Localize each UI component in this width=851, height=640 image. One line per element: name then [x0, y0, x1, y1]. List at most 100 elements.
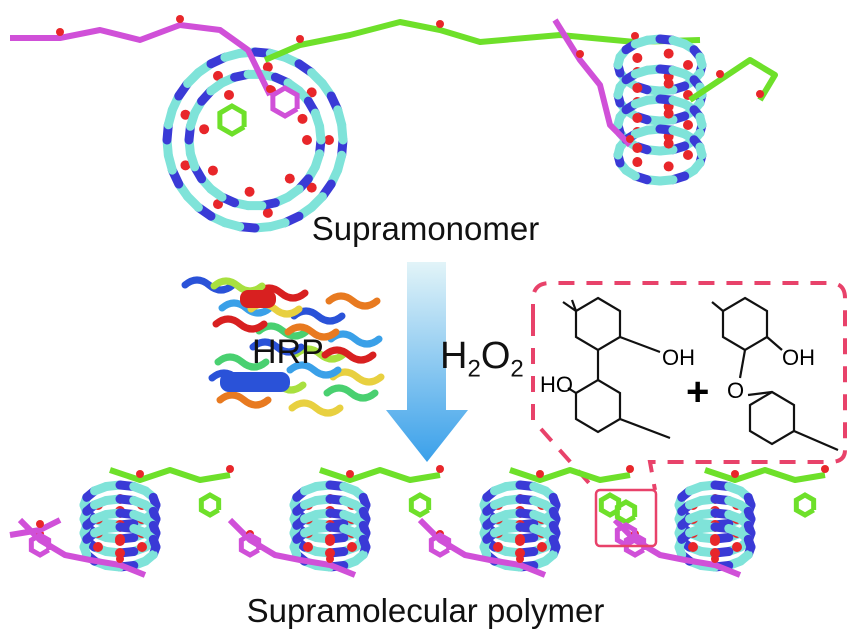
- bond: [570, 299, 578, 312]
- oxygen-atom: [244, 186, 255, 197]
- host-bond: [337, 120, 348, 145]
- aromatic-ring: [408, 492, 432, 518]
- oxygen-atom: [709, 536, 720, 546]
- oxygen-atom: [516, 555, 524, 563]
- oxygen-atom: [136, 470, 144, 478]
- sub-2: 2: [467, 355, 481, 383]
- helix: [325, 292, 381, 310]
- oxygen-atom: [683, 150, 693, 160]
- oxygen-atom: [207, 165, 218, 176]
- bond: [766, 336, 783, 351]
- oxygen-atom: [632, 112, 643, 123]
- host-bond: [148, 534, 161, 552]
- reaction-arrow: [386, 262, 468, 462]
- plus-sign: +: [686, 370, 710, 414]
- host-bond: [148, 492, 161, 510]
- diaryl-ether-structure: [711, 296, 839, 452]
- green-guest-chain: [319, 467, 441, 483]
- oxygen-atom: [537, 542, 547, 552]
- oxygen-atom: [180, 109, 191, 120]
- oxygen-atom: [663, 161, 674, 172]
- oxygen-atom: [683, 120, 693, 130]
- hrp-label: HRP: [252, 333, 324, 371]
- aromatic-ring: [270, 85, 300, 119]
- oxygen-atom: [176, 15, 184, 23]
- bond-ring: [574, 296, 622, 352]
- helix: [220, 372, 290, 392]
- oxygen-atom: [262, 207, 273, 218]
- oxygen-atom: [116, 555, 124, 563]
- oh-label-2: OH: [782, 345, 815, 370]
- oxygen-atom: [756, 90, 764, 98]
- product-dashed-box: [531, 281, 847, 494]
- sub-2b: 2: [510, 355, 524, 383]
- oxygen-atom: [324, 536, 335, 546]
- host-bond: [695, 142, 707, 160]
- oxygen-atom: [284, 173, 295, 184]
- h-text: H: [440, 335, 468, 377]
- biphenol-structure: [562, 296, 671, 440]
- magenta-guest-chain: [552, 18, 633, 148]
- helix: [255, 322, 311, 340]
- helix: [321, 346, 377, 364]
- oxygen-atom: [716, 70, 724, 78]
- oxygen-atom: [325, 548, 336, 558]
- supramonomer-label: Supramonomer: [311, 210, 540, 247]
- bond-ring: [721, 296, 769, 352]
- host-bond: [548, 534, 561, 552]
- oxygen-atom: [710, 548, 721, 558]
- aromatic-ring: [614, 499, 638, 525]
- aromatic-ring: [28, 532, 52, 558]
- bond: [619, 417, 671, 440]
- oxygen-atom: [306, 182, 317, 193]
- oxygen-atom: [303, 542, 313, 553]
- bond: [567, 387, 577, 394]
- host-bond: [743, 534, 756, 552]
- supramonomer-macrocycle-top-view: [10, 15, 701, 233]
- host-bond: [358, 520, 371, 538]
- oxygen-atom: [514, 536, 525, 546]
- ether-o-label: O: [727, 378, 745, 403]
- bond-ring: [748, 390, 796, 446]
- oxygen-atom: [36, 520, 44, 528]
- oxygen-atom: [731, 470, 739, 478]
- oxygen-atom: [663, 108, 674, 119]
- oxygen-atom: [115, 548, 126, 558]
- host-bond: [743, 520, 756, 538]
- host-bond: [695, 112, 707, 130]
- green-guest-chain: [263, 19, 701, 63]
- oxygen-atom: [576, 50, 584, 58]
- oxygen-atom: [302, 135, 312, 145]
- oxygen-atom: [632, 142, 643, 153]
- oxygen-atom: [632, 52, 643, 63]
- helix: [253, 284, 309, 302]
- oxygen-atom: [683, 60, 693, 70]
- bond: [619, 335, 661, 354]
- supramonomer-side-view: [552, 18, 778, 186]
- oxygen-atom: [732, 542, 742, 552]
- aromatic-ring: [198, 492, 222, 518]
- host-bond: [148, 506, 161, 524]
- oxygen-atom: [493, 542, 503, 553]
- oxygen-atom: [626, 135, 634, 143]
- aromatic-ring: [598, 492, 622, 518]
- bond: [738, 349, 747, 379]
- oxygen-atom: [199, 124, 210, 135]
- bond: [562, 301, 577, 312]
- hrp-protein-ribbon: [181, 276, 385, 417]
- helix: [290, 307, 346, 325]
- helix: [216, 391, 272, 409]
- host-bond: [695, 52, 707, 70]
- helix: [288, 399, 344, 417]
- host-bond: [743, 506, 756, 524]
- aromatic-ring: [623, 532, 647, 558]
- oxygen-atom: [226, 465, 234, 473]
- oxygen-atom: [93, 542, 103, 553]
- oxygen-atom: [346, 470, 354, 478]
- magenta-guest-chain: [10, 22, 273, 97]
- oxygen-atom: [626, 465, 634, 473]
- oxygen-atom: [212, 70, 223, 81]
- aromatic-ring: [793, 492, 817, 518]
- oxygen-atom: [436, 465, 444, 473]
- oxygen-atom: [536, 470, 544, 478]
